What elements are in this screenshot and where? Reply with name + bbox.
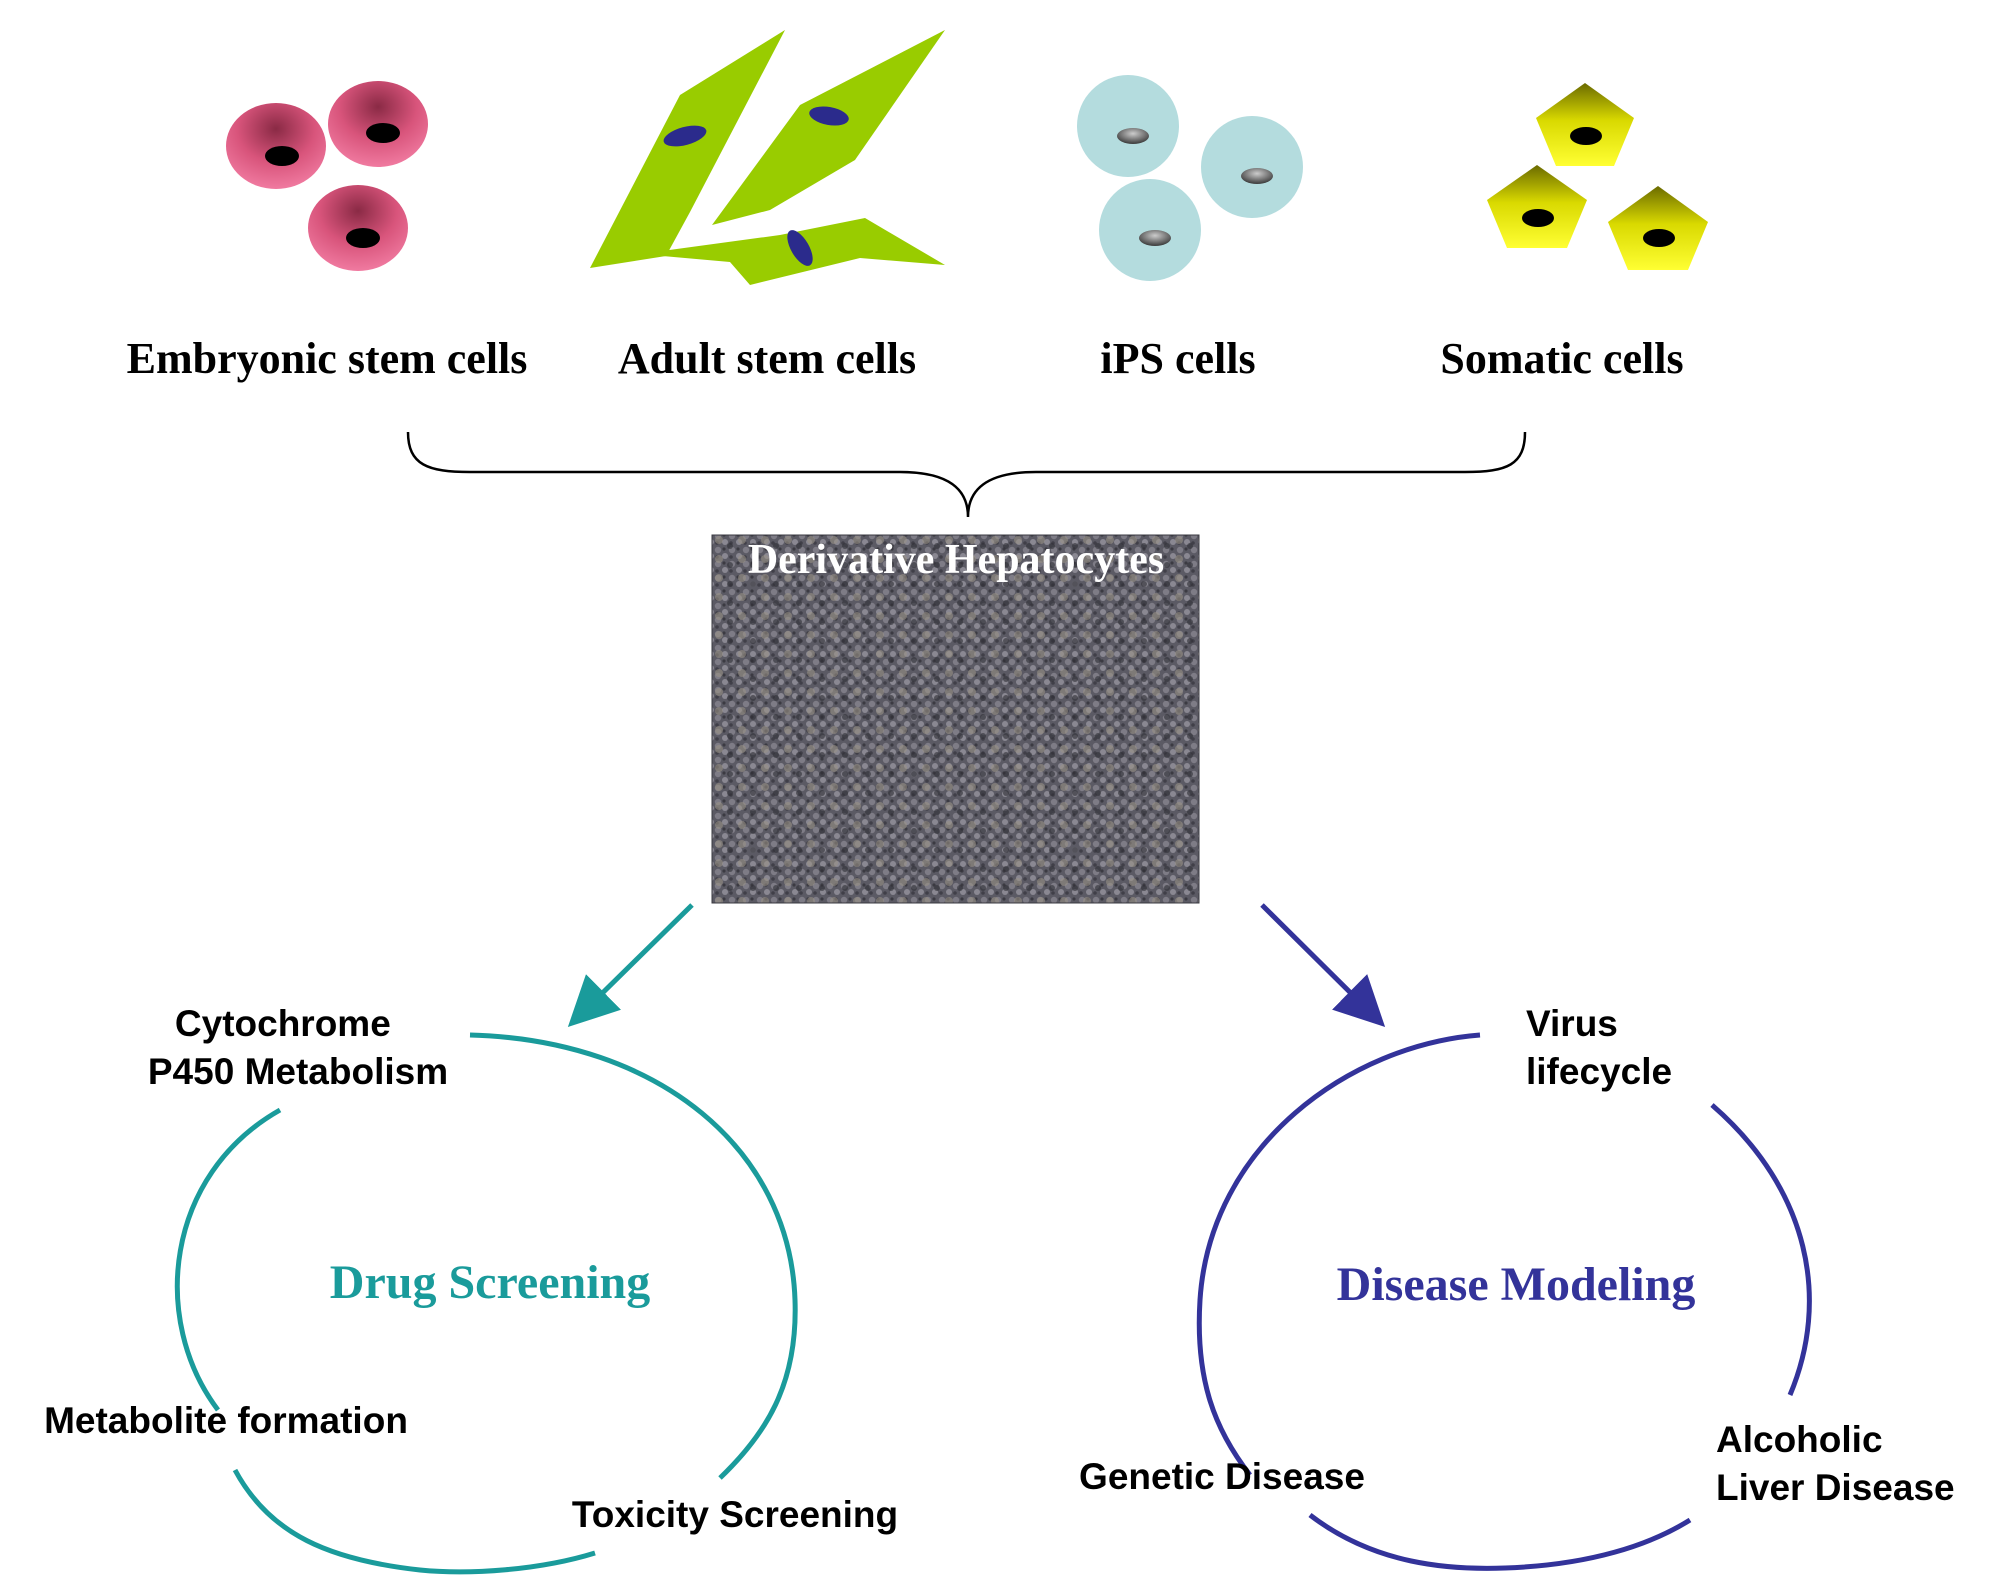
ips-cells-illustration xyxy=(1077,75,1303,281)
virus-lifecycle-line1: Virus xyxy=(1526,1003,1618,1044)
cell-source-label-adult: Adult stem cells xyxy=(618,334,916,383)
cytochrome-label-line2: P450 Metabolism xyxy=(148,1051,448,1092)
micrograph-title: Derivative Hepatocytes xyxy=(748,537,1164,583)
adult-stem-cells-illustration xyxy=(590,30,945,285)
toxicity-screening-label: Toxicity Screening xyxy=(572,1494,898,1535)
metabolite-formation-label: Metabolite formation xyxy=(44,1400,408,1441)
alcoholic-liver-disease-line1: Alcoholic xyxy=(1716,1419,1883,1460)
cell-source-label-embryonic: Embryonic stem cells xyxy=(127,334,528,383)
cytochrome-label: Cytochrome P450 Metabolism xyxy=(148,1003,448,1092)
virus-lifecycle-line2: lifecycle xyxy=(1526,1051,1672,1092)
arrow-to-drug-screening xyxy=(567,903,694,1028)
cell-source-label-ips: iPS cells xyxy=(1100,334,1255,383)
drug-screening-cycle xyxy=(174,1032,798,1575)
virus-lifecycle-label: Virus lifecycle xyxy=(1526,1003,1672,1092)
convergence-brace xyxy=(406,431,1527,518)
disease-modeling-title: Disease Modeling xyxy=(1337,1258,1696,1311)
cell-source-label-somatic: Somatic cells xyxy=(1440,334,1683,383)
hepatocyte-micrograph xyxy=(711,534,1200,904)
genetic-disease-label: Genetic Disease xyxy=(1079,1456,1365,1497)
somatic-cells-illustration xyxy=(1487,83,1708,270)
cytochrome-label-line1: Cytochrome xyxy=(175,1003,391,1044)
disease-modeling-cycle xyxy=(1196,1032,1812,1571)
alcoholic-liver-disease-label: Alcoholic Liver Disease xyxy=(1716,1419,1955,1508)
arrow-to-disease-modeling xyxy=(1260,903,1386,1028)
alcoholic-liver-disease-line2: Liver Disease xyxy=(1716,1467,1955,1508)
drug-screening-title: Drug Screening xyxy=(330,1256,650,1309)
embryonic-stem-cells-illustration xyxy=(226,81,428,271)
